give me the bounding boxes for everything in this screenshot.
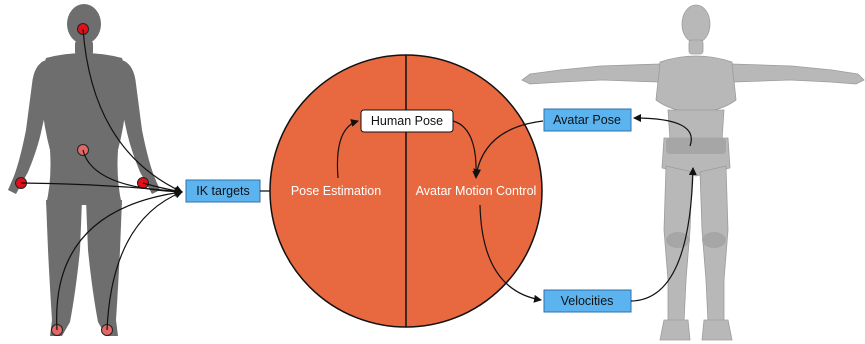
avatar-motion-control-label: Avatar Motion Control [416,184,537,198]
human-silhouette-figure [8,4,160,336]
ik-targets-node: IK targets [186,180,260,202]
human-pose-node: Human Pose [361,110,453,132]
human-pose-label: Human Pose [371,114,443,128]
avatar-pose-node: Avatar Pose [544,109,631,131]
velocities-label: Velocities [561,294,614,308]
velocities-node: Velocities [544,290,631,312]
ik-targets-label: IK targets [196,184,250,198]
avatar-pose-label: Avatar Pose [553,113,621,127]
pose-estimation-label: Pose Estimation [291,184,381,198]
